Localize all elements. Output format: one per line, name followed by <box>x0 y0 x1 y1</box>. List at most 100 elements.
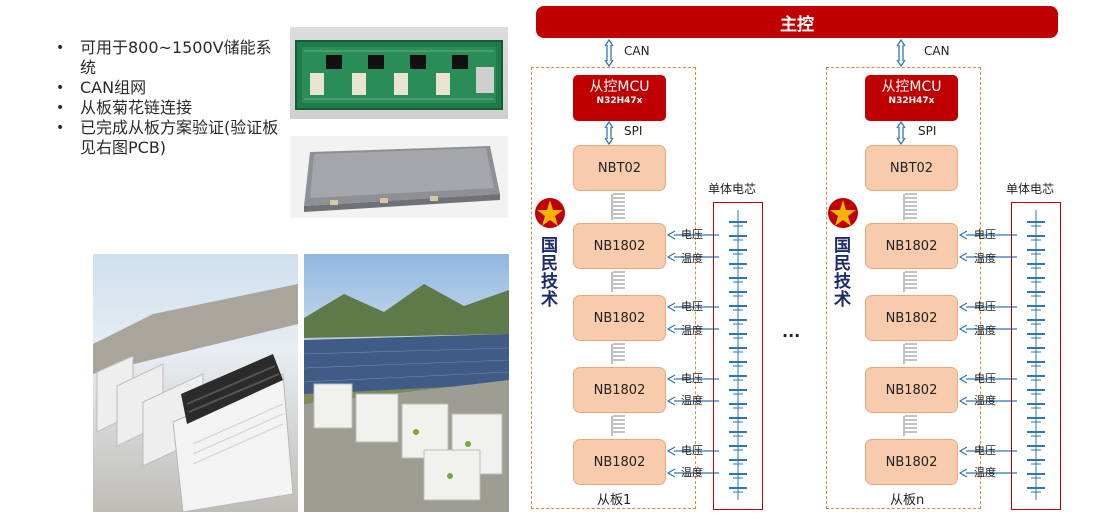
feature-item: CAN组网 <box>54 78 284 98</box>
signal-arrowhead <box>666 374 676 384</box>
board-enclosure-photo <box>290 136 508 218</box>
can-link-arrow <box>896 38 906 68</box>
voltage-label: 电压 <box>681 372 703 385</box>
signal-arrowhead <box>958 302 968 312</box>
daisy-chain-link <box>611 343 625 364</box>
temperature-label: 温度 <box>974 324 996 337</box>
signal-arrowhead <box>666 468 676 478</box>
temperature-label: 温度 <box>974 252 996 265</box>
nb1802-chip: NB1802 <box>865 439 958 485</box>
nb1802-chip: NB1802 <box>573 295 666 341</box>
voltage-label: 电压 <box>681 300 703 313</box>
spi-link-arrow <box>896 120 906 146</box>
voltage-label: 电压 <box>681 228 703 241</box>
slave-board-frame <box>826 67 981 509</box>
signal-arrowhead <box>958 446 968 456</box>
slave-mcu-title: 从控MCU <box>589 79 650 95</box>
cell-stack-frame <box>713 202 763 510</box>
nb1802-chip: NB1802 <box>865 295 958 341</box>
slave-mcu: 从控MCU N32H47x <box>573 75 666 121</box>
signal-arrowhead <box>666 396 676 406</box>
signal-arrowhead <box>958 396 968 406</box>
master-label: 主控 <box>780 14 814 35</box>
nb1802-label: NB1802 <box>885 238 938 254</box>
signal-arrowhead <box>958 230 968 240</box>
nb1802-label: NB1802 <box>885 454 938 470</box>
slave-mcu-model: N32H47x <box>888 96 935 106</box>
spi-label: SPI <box>624 124 643 138</box>
slave-mcu-title: 从控MCU <box>881 79 942 95</box>
nbt02-chip: NBT02 <box>865 145 958 191</box>
spi-link-arrow <box>604 120 614 146</box>
daisy-chain-link <box>903 193 917 220</box>
signal-arrowhead <box>958 468 968 478</box>
company-logo: 国民技术 <box>533 196 573 308</box>
nbt02-chip: NBT02 <box>573 145 666 191</box>
company-logo-icon <box>535 198 565 228</box>
signal-arrowhead <box>666 302 676 312</box>
company-logo: 国民技术 <box>826 196 866 308</box>
signal-arrowhead <box>958 374 968 384</box>
feature-item: 可用于800~1500V储能系统 <box>54 38 284 78</box>
nb1802-chip: NB1802 <box>573 367 666 413</box>
energy-storage-site-photo <box>93 254 298 512</box>
signal-arrowhead <box>666 446 676 456</box>
daisy-chain-link <box>903 415 917 436</box>
temperature-label: 温度 <box>681 466 703 479</box>
spi-label: SPI <box>918 124 937 138</box>
nb1802-chip: NB1802 <box>573 439 666 485</box>
can-link-arrow <box>604 38 614 68</box>
company-logo-icon <box>828 198 858 228</box>
nbt02-label: NBT02 <box>597 160 642 176</box>
cells-label: 单体电芯 <box>1006 182 1055 196</box>
signal-arrowhead <box>958 324 968 334</box>
voltage-label: 电压 <box>681 444 703 457</box>
slave-mcu: 从控MCU N32H47x <box>865 75 958 121</box>
signal-arrowhead <box>666 252 676 262</box>
nbt02-label: NBT02 <box>889 160 934 176</box>
nb1802-label: NB1802 <box>593 382 646 398</box>
slave-board-name: 从板1 <box>597 493 632 508</box>
voltage-label: 电压 <box>974 228 996 241</box>
temperature-label: 温度 <box>974 466 996 479</box>
slave-board-frame <box>531 67 696 509</box>
nb1802-chip: NB1802 <box>865 223 958 269</box>
pcb-board-photo <box>290 27 508 119</box>
slave-mcu-model: N32H47x <box>596 96 643 106</box>
nb1802-label: NB1802 <box>593 238 646 254</box>
daisy-chain-link <box>611 415 625 436</box>
daisy-chain-link <box>611 271 625 292</box>
signal-arrowhead <box>666 230 676 240</box>
nb1802-label: NB1802 <box>593 454 646 470</box>
daisy-chain-link <box>611 193 625 220</box>
solar-storage-site-photo <box>304 254 509 512</box>
feature-list: 可用于800~1500V储能系统 CAN组网 从板菊花链连接 已完成从板方案验证… <box>54 38 284 158</box>
can-label: CAN <box>924 44 950 58</box>
temperature-label: 温度 <box>681 394 703 407</box>
signal-arrowhead <box>958 252 968 262</box>
daisy-chain-link <box>903 271 917 292</box>
nb1802-label: NB1802 <box>885 310 938 326</box>
voltage-label: 电压 <box>974 372 996 385</box>
slave-board-name: 从板n <box>890 493 925 508</box>
temperature-label: 温度 <box>681 324 703 337</box>
feature-item: 已完成从板方案验证(验证板见右图PCB) <box>54 118 284 158</box>
cells-label: 单体电芯 <box>708 182 757 196</box>
temperature-label: 温度 <box>681 252 703 265</box>
nb1802-label: NB1802 <box>885 382 938 398</box>
voltage-label: 电压 <box>974 444 996 457</box>
company-logo-text: 国民技术 <box>537 236 557 308</box>
cell-stack-frame <box>1011 202 1061 510</box>
company-logo-text: 国民技术 <box>830 236 850 308</box>
temperature-label: 温度 <box>974 394 996 407</box>
signal-arrowhead <box>666 324 676 334</box>
voltage-label: 电压 <box>974 300 996 313</box>
daisy-chain-link <box>903 343 917 364</box>
feature-item: 从板菊花链连接 <box>54 98 284 118</box>
nb1802-chip: NB1802 <box>573 223 666 269</box>
more-boards-ellipsis: ··· <box>782 326 801 345</box>
nb1802-label: NB1802 <box>593 310 646 326</box>
nb1802-chip: NB1802 <box>865 367 958 413</box>
can-label: CAN <box>624 44 650 58</box>
